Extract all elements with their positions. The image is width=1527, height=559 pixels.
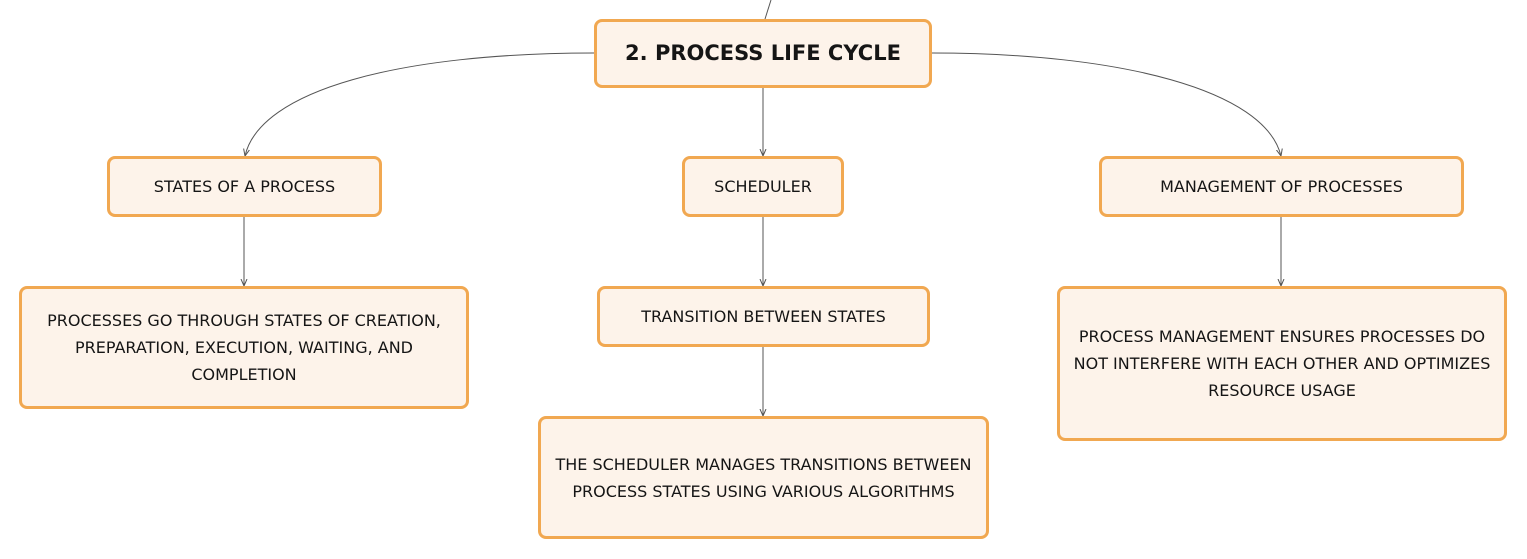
node-transition-between-states[interactable]: TRANSITION BETWEEN STATES (597, 286, 930, 347)
node-scheduler-detail[interactable]: THE SCHEDULER MANAGES TRANSITIONS BETWEE… (538, 416, 989, 539)
node-management-of-processes[interactable]: MANAGEMENT OF PROCESSES (1099, 156, 1464, 217)
node-management-detail[interactable]: PROCESS MANAGEMENT ENSURES PROCESSES DO … (1057, 286, 1507, 441)
node-transition-between-states-label: TRANSITION BETWEEN STATES (641, 307, 886, 326)
node-scheduler[interactable]: SCHEDULER (682, 156, 844, 217)
node-scheduler-detail-label: THE SCHEDULER MANAGES TRANSITIONS BETWEE… (555, 454, 972, 501)
node-states-detail[interactable]: PROCESSES GO THROUGH STATES OF CREATION,… (19, 286, 469, 409)
root-node-label: 2. PROCESS LIFE CYCLE (625, 41, 901, 65)
connector-root-to-management (931, 52, 1281, 156)
root-node[interactable]: 2. PROCESS LIFE CYCLE (594, 19, 932, 88)
connector-root-to-states (245, 52, 595, 156)
node-states-of-a-process-label: STATES OF A PROCESS (153, 177, 336, 196)
node-states-detail-label: PROCESSES GO THROUGH STATES OF CREATION,… (47, 311, 441, 384)
connector-from-parent (764, 0, 772, 20)
node-management-of-processes-label: MANAGEMENT OF PROCESSES (1160, 177, 1403, 196)
node-scheduler-label: SCHEDULER (714, 177, 812, 196)
node-states-of-a-process[interactable]: STATES OF A PROCESS (107, 156, 382, 217)
node-management-detail-label: PROCESS MANAGEMENT ENSURES PROCESSES DO … (1073, 327, 1491, 400)
